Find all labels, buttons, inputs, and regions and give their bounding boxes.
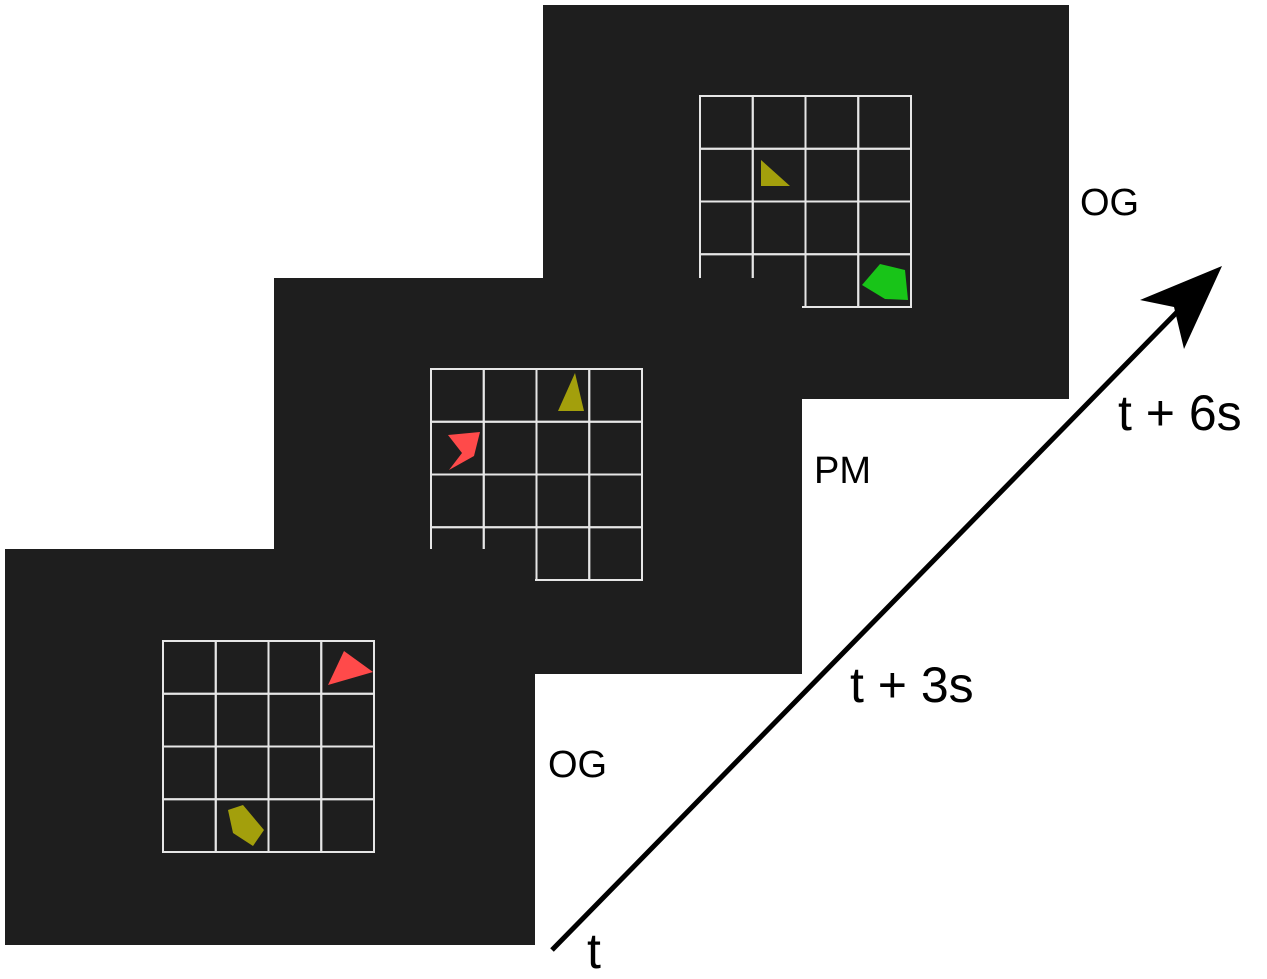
timeline-arrow-shaft <box>550 304 1185 952</box>
screen-2-label: PM <box>814 450 871 492</box>
screen-2-olive-triangle <box>558 373 584 411</box>
screen-1-grid <box>162 640 375 853</box>
screen-3-olive-right-triangle <box>761 160 790 186</box>
grid-cell <box>320 798 375 853</box>
screen-1-red-triangle <box>328 651 373 685</box>
arrow-up-right-icon <box>1140 266 1222 349</box>
screen-1-label: OG <box>548 744 608 786</box>
screen-3-grid <box>699 95 912 308</box>
screen-3-green-pentagon <box>862 264 908 300</box>
timeline-arrow <box>550 266 1222 952</box>
grid-cell <box>588 526 643 581</box>
screen-3-label: OG <box>1080 182 1140 224</box>
time-label-t-plus-3s: t + 3s <box>850 657 974 713</box>
screen-2-red-chevron <box>448 432 480 470</box>
grid-cell <box>857 253 912 308</box>
screen-1-olive-pentagon <box>228 805 264 846</box>
time-label-t-plus-6s: t + 6s <box>1118 385 1242 441</box>
screen-1 <box>5 549 535 945</box>
time-label-t: t <box>587 923 601 979</box>
